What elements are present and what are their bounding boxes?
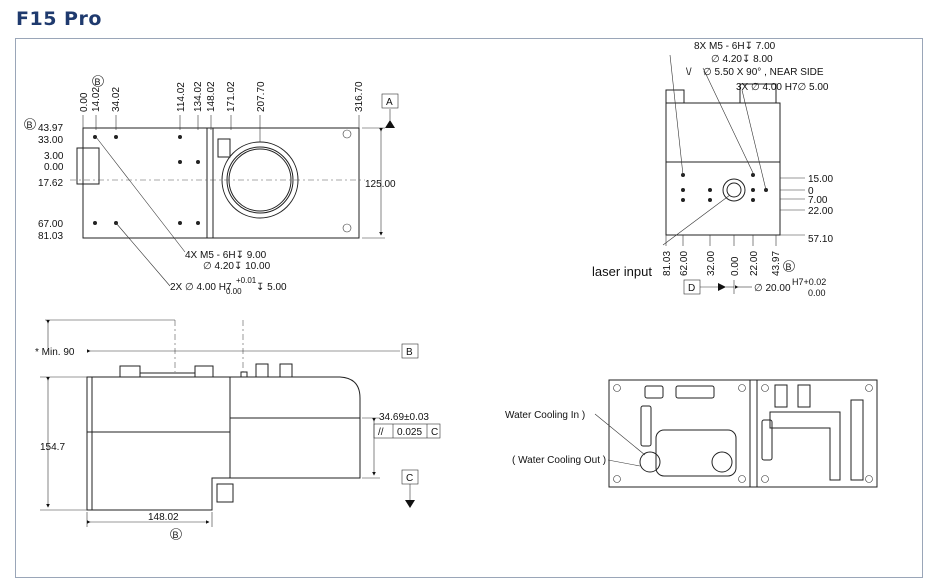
front-view-body bbox=[86, 376, 361, 511]
top-dim-3: 114.02 bbox=[176, 82, 187, 112]
cooling-in-label: Water Cooling In ) bbox=[505, 410, 585, 421]
datum-a-label: A bbox=[386, 97, 393, 108]
front-datum-b2-label: B bbox=[173, 530, 179, 540]
side-bdim-4: 22.00 bbox=[749, 251, 760, 276]
front-height-dim: 154.7 bbox=[40, 442, 65, 453]
side-note-4: 3X ∅ 4.00 H7∅ 5.00 bbox=[736, 82, 829, 93]
top-datum-b2-label: B bbox=[27, 120, 33, 130]
top-height-dim: 125.00 bbox=[365, 179, 396, 190]
back-view-body bbox=[608, 379, 878, 488]
top-ydim-1: 33.00 bbox=[38, 135, 63, 146]
front-view bbox=[40, 319, 441, 540]
top-dim-0: 0.00 bbox=[79, 92, 90, 112]
cooling-out-fitting-icon bbox=[711, 451, 733, 473]
front-datum-b-label: B bbox=[406, 347, 413, 358]
note-holes-1: 4X M5 - 6H↧ 9.00 bbox=[185, 250, 267, 261]
tol-ref: C bbox=[431, 427, 438, 438]
db25-connector-icon bbox=[675, 385, 715, 399]
side-note-1: 8X M5 - 6H↧ 7.00 bbox=[694, 41, 776, 52]
drawing-frame bbox=[15, 38, 923, 578]
top-ydim-3: 0.00 bbox=[44, 162, 64, 173]
side-bdim-3: 0.00 bbox=[730, 256, 741, 276]
note-pins-tol-dn: 0.00 bbox=[226, 287, 242, 296]
side-note-2: ∅ 4.20↧ 8.00 bbox=[711, 54, 773, 65]
side-bdim-2: 32.00 bbox=[706, 251, 717, 276]
db9-connector-icon bbox=[644, 385, 664, 399]
side-view-body bbox=[665, 102, 781, 236]
top-dim-7: 207.70 bbox=[256, 81, 267, 112]
cooling-in-fitting-icon bbox=[639, 451, 661, 473]
min-90-label: * Min. 90 bbox=[35, 347, 75, 358]
tol-value: 0.025 bbox=[397, 427, 422, 438]
note-holes-2: ∅ 4.20↧ 10.00 bbox=[203, 261, 271, 272]
side-datum-b-label: B bbox=[786, 262, 792, 272]
top-dim-2: 34.02 bbox=[111, 87, 122, 112]
cooling-out-label: ( Water Cooling Out ) bbox=[512, 455, 606, 466]
side-rdim-0: 15.00 bbox=[808, 174, 833, 185]
side-rdim-1: 0 bbox=[808, 186, 814, 197]
side-view bbox=[662, 54, 805, 295]
side-bdim-0: 81.03 bbox=[662, 251, 673, 276]
side-rdim-4: 57.10 bbox=[808, 234, 833, 245]
top-view-port bbox=[76, 147, 100, 185]
side-note-check: \/ bbox=[686, 67, 692, 78]
bore-tol-dn: 0.00 bbox=[808, 288, 826, 298]
bore-tol-up: H7+0.02 bbox=[792, 277, 826, 287]
top-ydim-5: 67.00 bbox=[38, 219, 63, 230]
side-rdim-3: 22.00 bbox=[808, 206, 833, 217]
note-pins-tol-up: +0.01 bbox=[236, 276, 257, 285]
top-ydim-2: 3.00 bbox=[44, 151, 64, 162]
top-dim-5: 148.02 bbox=[206, 81, 217, 112]
note-pins-depth: ↧ 5.00 bbox=[256, 282, 287, 293]
top-dim-6: 171.02 bbox=[226, 81, 237, 112]
top-ydim-6: 81.03 bbox=[38, 231, 63, 242]
front-width-dim: 148.02 bbox=[148, 512, 179, 523]
datum-c-label: C bbox=[406, 473, 413, 484]
side-bdim-1: 62.00 bbox=[679, 251, 690, 276]
top-view bbox=[24, 75, 399, 287]
laser-input-label: laser input bbox=[592, 264, 652, 279]
cooling-plate bbox=[655, 429, 737, 477]
top-ydim-4: 17.62 bbox=[38, 178, 63, 189]
top-view-body bbox=[82, 127, 360, 239]
side-rdim-2: 7.00 bbox=[808, 195, 828, 206]
tol-symbol: // bbox=[378, 427, 384, 438]
side-view-bore bbox=[722, 178, 746, 202]
top-ydim-0: 43.97 bbox=[38, 123, 63, 134]
top-dim-4: 134.02 bbox=[193, 81, 204, 112]
bore-dim: ∅ 20.00 bbox=[754, 283, 791, 294]
pos-dim: 34.69±0.03 bbox=[379, 412, 429, 423]
top-dim-8: 316.70 bbox=[354, 81, 365, 112]
side-bdim-5: 43.97 bbox=[771, 251, 782, 276]
side-note-3: ∅ 5.50 X 90° , NEAR SIDE bbox=[703, 67, 824, 78]
page-title: F15 Pro bbox=[16, 8, 102, 30]
datum-d-label: D bbox=[688, 283, 695, 294]
note-pins-1: 2X ∅ 4.00 H7 bbox=[170, 282, 232, 293]
top-datum-b-label: B bbox=[95, 77, 101, 87]
back-view bbox=[594, 379, 878, 488]
top-dim-1: 14.02 bbox=[91, 87, 102, 112]
